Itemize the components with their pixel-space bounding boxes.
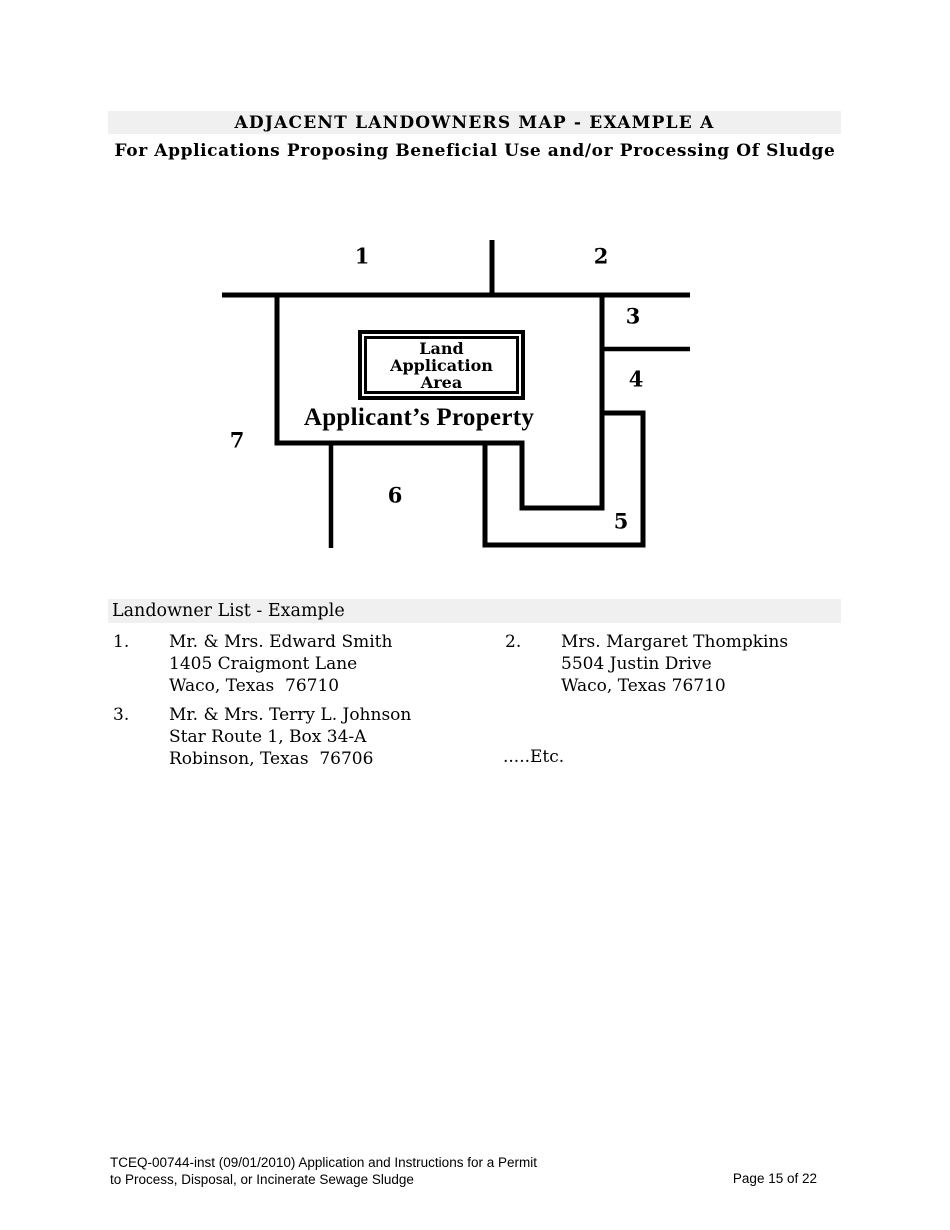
landowner-entry-number: 3. [113, 705, 130, 725]
title-bar: ADJACENT LANDOWNERS MAP - EXAMPLE A [108, 111, 841, 134]
landowner-entry-number: 2. [505, 632, 522, 652]
page-number: Page 15 of 22 [732, 1171, 817, 1186]
map-area-label-3: 3 [625, 303, 641, 329]
land-application-area-label-line2: Application [390, 355, 493, 375]
landowner-entry-1: 1. Mr. & Mrs. Edward Smith 1405 Craigmon… [113, 631, 392, 697]
land-application-area-inner-border: Land Application Area [364, 336, 519, 394]
landowner-entry-2: 2. Mrs. Margaret Thompkins 5504 Justin D… [505, 631, 788, 697]
landowner-entry-address: Mr. & Mrs. Terry L. Johnson Star Route 1… [169, 704, 411, 770]
address-line: Mr. & Mrs. Edward Smith [169, 632, 393, 652]
adjacent-landowners-map: 1 2 3 4 5 6 7 Land Application Area Appl… [0, 230, 950, 560]
land-application-area-label-line3: Area [420, 372, 463, 392]
footer-doc-line2: to Process, Disposal, or Incinerate Sewa… [110, 1172, 414, 1187]
etc-note: .....Etc. [503, 747, 565, 767]
address-line: Robinson, Texas 76706 [169, 749, 374, 769]
footer-doc-line1: TCEQ-00744-inst (09/01/2010) Application… [110, 1155, 537, 1170]
applicant-property-label: Applicant’s Property [303, 404, 535, 431]
parcel-5-outline [482, 410, 646, 548]
map-area-label-2: 2 [593, 243, 609, 269]
landowner-entry-address: Mrs. Margaret Thompkins 5504 Justin Driv… [561, 631, 788, 697]
address-line: 5504 Justin Drive [561, 654, 712, 674]
landowner-entry-address: Mr. & Mrs. Edward Smith 1405 Craigmont L… [169, 631, 392, 697]
map-area-label-5: 5 [613, 508, 629, 534]
landowner-entry-number: 1. [113, 632, 130, 652]
map-area-label-7: 7 [229, 427, 245, 453]
map-area-label-4: 4 [628, 366, 644, 392]
address-line: Mrs. Margaret Thompkins [561, 632, 789, 652]
landowner-list-header-bar: Landowner List - Example [108, 599, 841, 623]
address-line: Star Route 1, Box 34-A [169, 727, 367, 747]
address-line: 1405 Craigmont Lane [169, 654, 358, 674]
footer: TCEQ-00744-inst (09/01/2010) Application… [110, 1154, 537, 1188]
property-boundary-lines [222, 240, 690, 548]
address-line: Mr. & Mrs. Terry L. Johnson [169, 705, 412, 725]
address-line: Waco, Texas 76710 [561, 676, 726, 696]
map-area-label-1: 1 [354, 243, 370, 269]
land-application-area-box: Land Application Area [358, 330, 525, 400]
landowner-entry-3: 3. Mr. & Mrs. Terry L. Johnson Star Rout… [113, 704, 411, 770]
page-title: ADJACENT LANDOWNERS MAP - EXAMPLE A [234, 112, 715, 133]
landowner-list-header: Landowner List - Example [112, 601, 345, 621]
page-subtitle: For Applications Proposing Beneficial Us… [114, 141, 836, 161]
applicant-property-outline [274, 292, 605, 511]
map-area-label-6: 6 [387, 482, 403, 508]
address-line: Waco, Texas 76710 [169, 676, 340, 696]
land-application-area-label-line1: Land [419, 338, 464, 358]
